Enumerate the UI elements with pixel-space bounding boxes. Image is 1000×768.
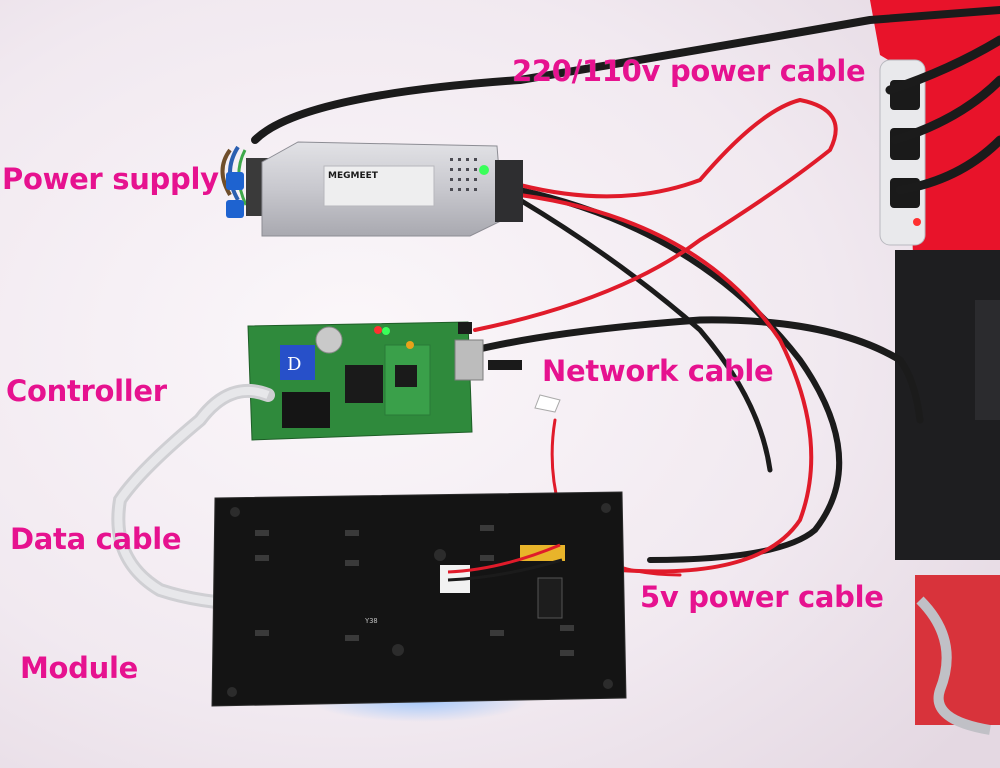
controller-chip-logo — [280, 345, 315, 380]
label-module: Module — [20, 651, 138, 685]
module-mark-text: Y38 — [365, 617, 378, 625]
label-controller: Controller — [6, 374, 167, 408]
label-5v-power-cable: 5v power cable — [640, 580, 884, 614]
controller-board: D — [247, 321, 561, 441]
label-220-110v-power-cable: 220/110v power cable — [512, 54, 866, 88]
label-data-cable: Data cable — [10, 522, 182, 556]
led-module: Y38 — [211, 491, 627, 722]
power-supply-unit: MEGMEET — [220, 141, 523, 237]
label-power-supply: Power supply — [2, 162, 219, 196]
label-network-cable: Network cable — [542, 354, 774, 388]
psu-brand-text: MEGMEET — [328, 171, 379, 181]
controller-mark-text: D — [287, 354, 301, 375]
black-device — [895, 250, 1000, 735]
